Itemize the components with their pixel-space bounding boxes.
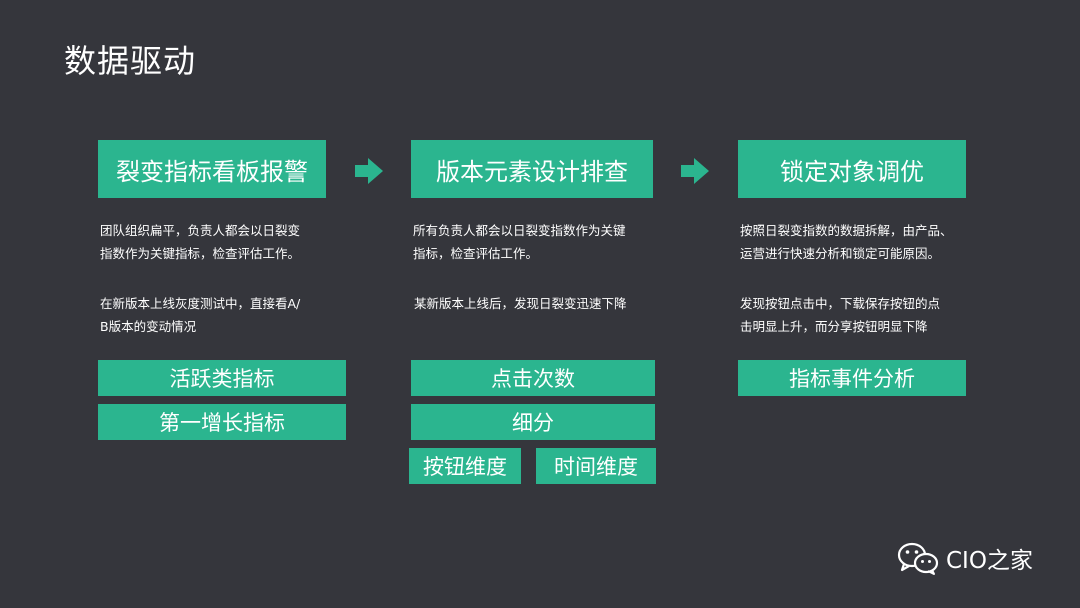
step-heading-2: 版本元素设计排查 [411, 140, 653, 198]
desc-line: 在新版本上线灰度测试中，直接看A/ [100, 296, 301, 311]
step-1-description: 团队组织扁平，负责人都会以日裂变 指数作为关键指标，检查评估工作。 [100, 219, 340, 265]
desc-line: 发现按钮点击中，下载保存按钮的点 [740, 296, 941, 311]
metric-tag: 第一增长指标 [98, 404, 346, 440]
metric-tag: 点击次数 [411, 360, 655, 396]
page-title: 数据驱动 [64, 42, 197, 80]
desc-line: 指标，检查评估工作。 [413, 246, 539, 261]
arrow-right-icon [681, 158, 709, 184]
desc-line: 某新版本上线后，发现日裂变迅速下降 [414, 296, 627, 311]
metric-tag: 活跃类指标 [98, 360, 346, 396]
desc-line: 运营进行快速分析和锁定可能原因。 [740, 246, 941, 261]
wechat-icon [897, 542, 939, 575]
desc-line: 指数作为关键指标，检查评估工作。 [100, 246, 301, 261]
desc-line: 团队组织扁平，负责人都会以日裂变 [100, 223, 301, 238]
brand-name: CIO之家 [946, 548, 1033, 574]
step-3-description: 按照日裂变指数的数据拆解，由产品、 运营进行快速分析和锁定可能原因。 [740, 219, 980, 265]
brand-logo: CIO之家 [896, 540, 1033, 576]
arrow-right-icon [355, 158, 383, 184]
desc-line: 击明显上升，而分享按钮明显下降 [740, 319, 928, 334]
metric-tag: 指标事件分析 [738, 360, 966, 396]
step-heading-3: 锁定对象调优 [738, 140, 966, 198]
step-2-description: 所有负责人都会以日裂变指数作为关键 指标，检查评估工作。 [413, 219, 663, 265]
metric-tag: 时间维度 [536, 448, 656, 484]
step-3-detail: 发现按钮点击中，下载保存按钮的点 击明显上升，而分享按钮明显下降 [740, 292, 980, 338]
step-heading-1: 裂变指标看板报警 [98, 140, 326, 198]
desc-line: B版本的变动情况 [100, 319, 197, 334]
step-2-detail: 某新版本上线后，发现日裂变迅速下降 [414, 292, 664, 315]
desc-line: 所有负责人都会以日裂变指数作为关键 [413, 223, 626, 238]
metric-tag: 细分 [411, 404, 655, 440]
metric-tag: 按钮维度 [409, 448, 521, 484]
step-1-detail: 在新版本上线灰度测试中，直接看A/ B版本的变动情况 [100, 292, 340, 338]
desc-line: 按照日裂变指数的数据拆解，由产品、 [740, 223, 953, 238]
